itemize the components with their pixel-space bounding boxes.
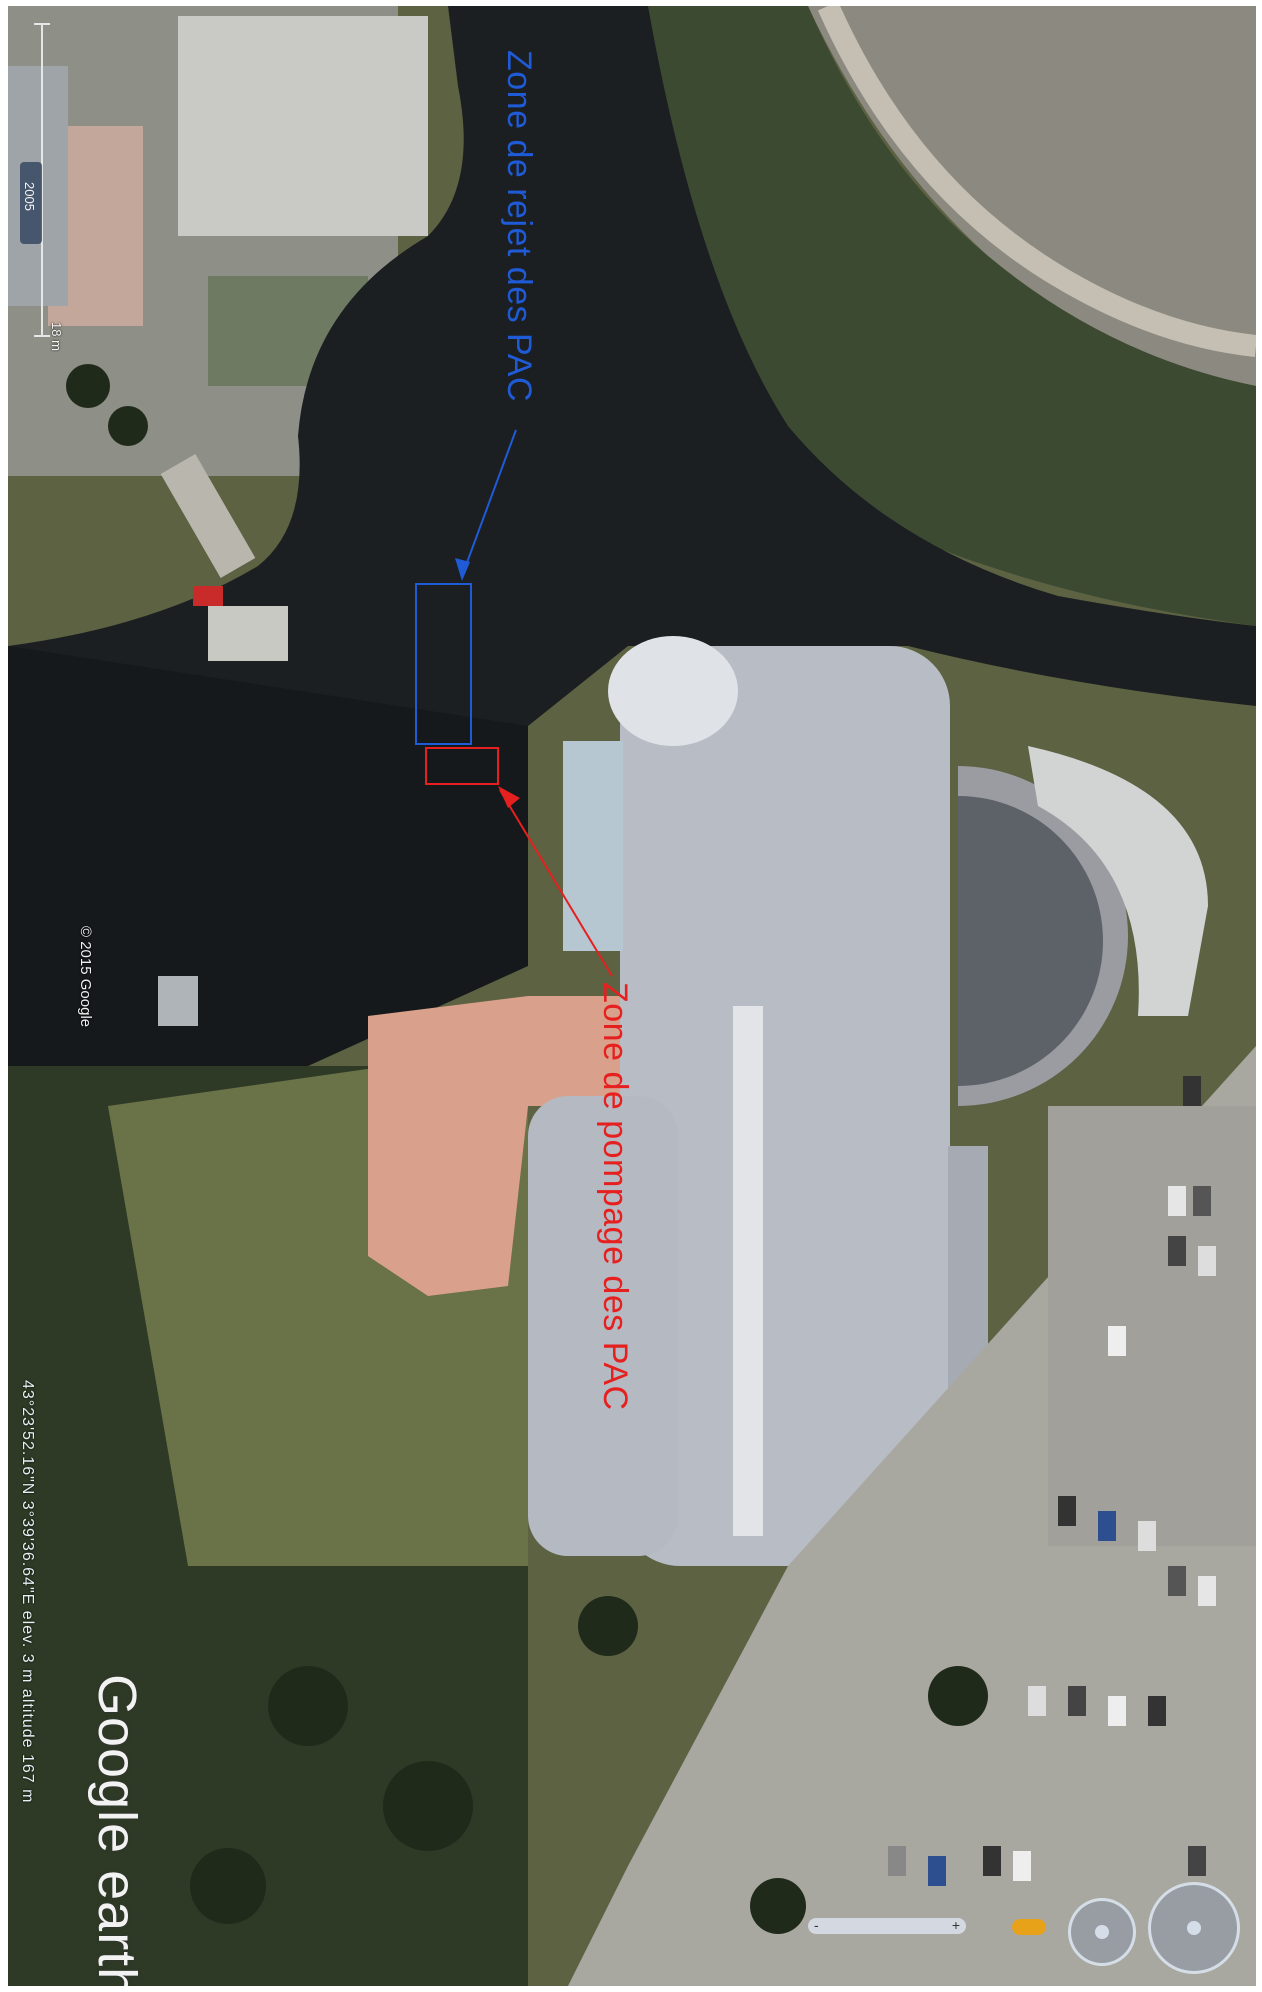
dock bbox=[160, 454, 256, 578]
discharge-zone-label: Zone de rejet des PAC bbox=[500, 50, 538, 402]
imagery-year-text: 2005 bbox=[22, 182, 37, 211]
pegman-icon[interactable] bbox=[1012, 1919, 1046, 1935]
pumping-zone-box[interactable] bbox=[425, 747, 499, 785]
sand-area bbox=[808, 6, 1256, 386]
dirt-road bbox=[817, 6, 1256, 357]
google-earth-logo: Google earth bbox=[87, 1674, 147, 1986]
joystick-knob-icon bbox=[1095, 1925, 1109, 1939]
zoom-slider[interactable]: - + bbox=[808, 1917, 966, 1934]
pumping-arrow bbox=[499, 789, 613, 977]
copyright-label: © 2015 Google bbox=[77, 926, 94, 1028]
glass-veranda bbox=[563, 741, 623, 951]
parked-cars bbox=[888, 1076, 1216, 1886]
pumping-arrowhead bbox=[498, 786, 520, 808]
discharge-zone-box[interactable] bbox=[415, 583, 472, 745]
satellite-image[interactable]: Zone de rejet des PAC Zone de pompage de… bbox=[8, 6, 1256, 1986]
white-boat bbox=[208, 606, 288, 661]
zoom-out-button[interactable]: - bbox=[814, 1917, 819, 1933]
side-hall-roof bbox=[528, 1096, 678, 1556]
water-basin bbox=[8, 646, 528, 1076]
parking-upper bbox=[1048, 1106, 1256, 1546]
coordinates-readout: 43°23'52.16"N 3°39'36.64"E elev. 3 m alt… bbox=[19, 1380, 36, 1804]
look-around-compass-icon[interactable] bbox=[1148, 1882, 1240, 1974]
small-boat bbox=[158, 976, 198, 1026]
imagery-year-badge[interactable]: 2005 bbox=[20, 162, 42, 244]
discharge-arrowhead bbox=[455, 558, 470, 581]
pumping-zone-label: Zone de pompage des PAC bbox=[596, 982, 634, 1411]
river-bank-right bbox=[628, 6, 1256, 626]
warehouse-roof bbox=[178, 16, 428, 236]
curved-roof-annex bbox=[1028, 746, 1208, 1016]
skylight-strip bbox=[733, 1006, 763, 1536]
scale-label: 18 m bbox=[49, 322, 64, 351]
pink-terrace bbox=[368, 996, 628, 1296]
trees bbox=[66, 364, 988, 1934]
move-joystick-icon[interactable] bbox=[1068, 1898, 1136, 1966]
dome bbox=[608, 636, 738, 746]
red-boat bbox=[193, 586, 223, 606]
compass-center-icon bbox=[1187, 1921, 1201, 1935]
zoom-in-button[interactable]: + bbox=[951, 1917, 960, 1933]
main-hall-roof bbox=[620, 646, 950, 1566]
semicircle-plaza bbox=[958, 796, 1103, 1086]
aerial-scene bbox=[8, 6, 1256, 1986]
discharge-arrow bbox=[461, 429, 517, 577]
